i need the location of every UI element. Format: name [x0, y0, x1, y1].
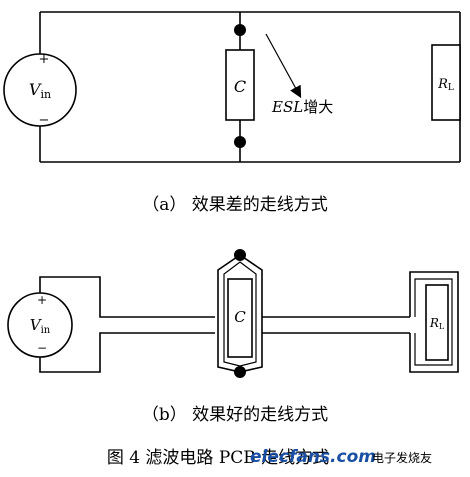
trace-b-load-bracket-inner [414, 278, 453, 366]
caption-a: （a） 效果差的走线方式 [142, 195, 328, 215]
capacitor-a [225, 49, 255, 121]
load-a-label: RL [437, 77, 454, 93]
node-a-1 [234, 24, 246, 36]
trace-b-load-bracket [409, 271, 459, 373]
source-a-plus: + [39, 52, 50, 67]
watermark: elecfans.com 电子发烧友 [250, 447, 432, 467]
capacitor-b [227, 278, 253, 358]
trace-b-left-bottom [39, 332, 215, 373]
watermark-brand: 电子发烧友 [372, 450, 432, 465]
source-b-plus: + [37, 293, 47, 307]
load-resistor-a [431, 44, 461, 121]
diagram-a: + Vin − C ESL增大 RL （a） 效果差的走线方式 [3, 11, 461, 215]
node-a-2 [234, 136, 246, 148]
source-a-label: Vin [29, 80, 51, 101]
source-b-label: Vin [30, 316, 51, 336]
node-b-1 [234, 249, 246, 261]
source-a-minus: − [39, 113, 50, 128]
caption-b: （b） 效果好的走线方式 [142, 405, 328, 425]
diagram-b: + Vin − C RL （b） 效果好的走线方式 [7, 249, 459, 425]
figure-caption: 图 4 滤波电路 PCB 走线方式 [107, 448, 329, 468]
voltage-source-a [3, 53, 77, 127]
capacitor-b-label: C [234, 308, 246, 326]
source-b-minus: − [37, 341, 47, 355]
capacitor-a-label: C [234, 77, 246, 96]
node-b-2 [234, 366, 246, 378]
load-b-label: RL [429, 316, 445, 331]
watermark-site: elecfans.com [250, 447, 376, 467]
trace-b-left-top [39, 276, 215, 318]
esl-arrow [265, 33, 302, 99]
esl-annotation: ESL增大 [271, 98, 333, 116]
load-resistor-b [425, 284, 449, 361]
